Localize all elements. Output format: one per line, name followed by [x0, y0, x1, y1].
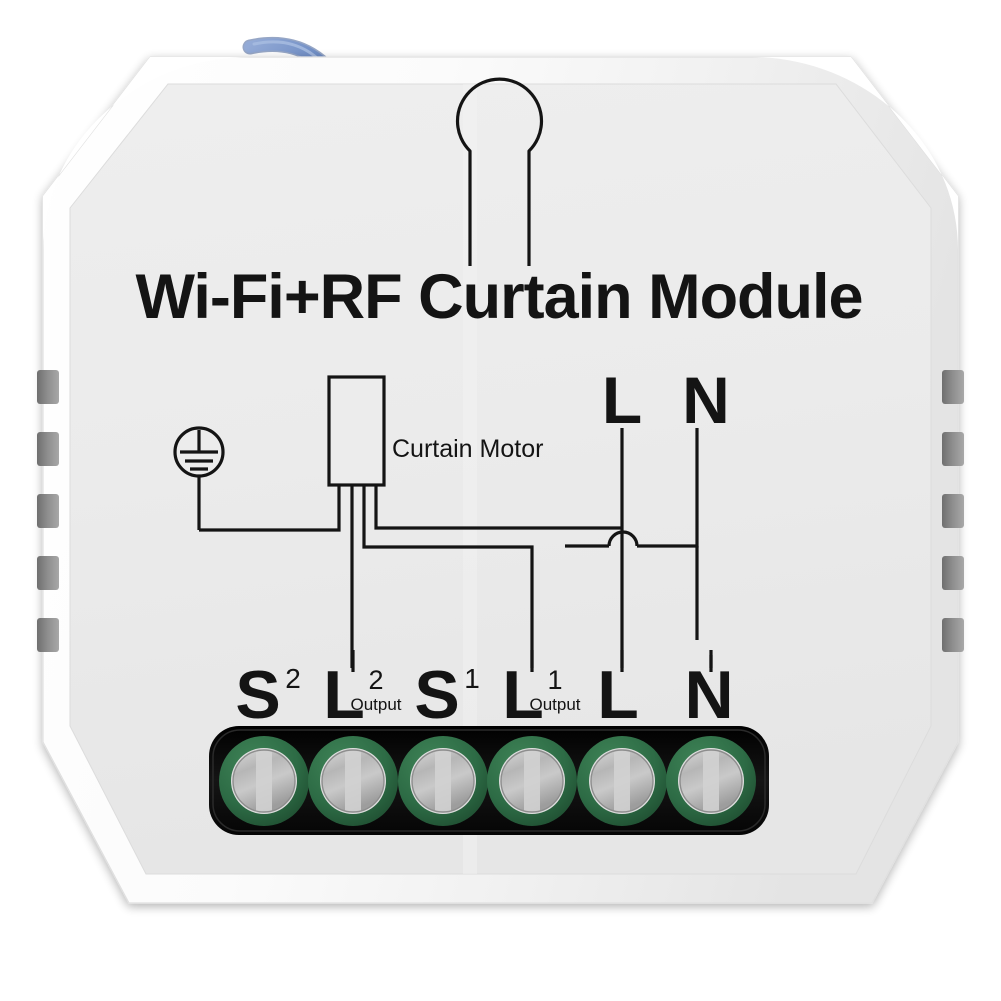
- terminal-label-l1-sup: 1: [547, 665, 562, 695]
- curtain-motor-label: Curtain Motor: [392, 435, 543, 463]
- terminal-label-l2-sup: 2: [368, 665, 383, 695]
- terminal-s2[interactable]: [219, 736, 309, 826]
- wire-neutral-hop: [607, 530, 639, 547]
- terminal-label-l: L: [597, 657, 639, 733]
- protective-earth-icon: [173, 426, 225, 478]
- case-keyhole-outline: [455, 77, 544, 266]
- terminal-label-s2-sup: 2: [285, 663, 301, 694]
- terminal-label-l2: L 2 Output: [323, 657, 402, 733]
- terminal-block: [209, 726, 769, 835]
- device-lower-lip: [129, 874, 872, 903]
- terminal-label-l1-main: L: [502, 657, 544, 733]
- supply-live-label: L: [602, 363, 642, 437]
- terminal-label-l-main: L: [597, 657, 639, 733]
- wire-motor-l1: [362, 485, 534, 668]
- terminal-label-s1-sup: 1: [464, 663, 480, 694]
- terminal-label-n-main: N: [684, 657, 733, 733]
- terminal-label-s1: S 1: [414, 657, 479, 733]
- terminal-label-l2-sub: Output: [350, 695, 401, 714]
- terminal-label-n: N: [684, 657, 733, 733]
- terminal-stubs: [351, 650, 713, 672]
- terminal-label-l2-main: L: [323, 657, 365, 733]
- terminal-s1[interactable]: [398, 736, 488, 826]
- terminal-l2[interactable]: [308, 736, 398, 826]
- supply-neutral-label: N: [682, 363, 730, 437]
- vent-slots-left: [37, 370, 59, 652]
- page-title: Wi-Fi+RF Curtain Module: [135, 262, 862, 332]
- terminal-label-s2: S 2: [235, 657, 300, 733]
- terminal-label-l1-sub: Output: [529, 695, 580, 714]
- wire-motor-earth: [199, 485, 341, 532]
- wiring-neutral-rail: [695, 546, 699, 640]
- terminal-label-s2-main: S: [235, 657, 280, 733]
- terminal-label-s1-main: S: [414, 657, 459, 733]
- terminal-label-l1: L 1 Output: [502, 657, 581, 733]
- vent-slots-right: [942, 370, 964, 652]
- terminal-labels: S 2 L 2 Output S 1 L 1 Output L: [235, 657, 733, 733]
- curtain-motor-box: [327, 375, 386, 487]
- terminal-n[interactable]: [666, 736, 756, 826]
- terminal-l1[interactable]: [487, 736, 577, 826]
- terminal-l[interactable]: [577, 736, 667, 826]
- wire-motor-live: [374, 485, 622, 530]
